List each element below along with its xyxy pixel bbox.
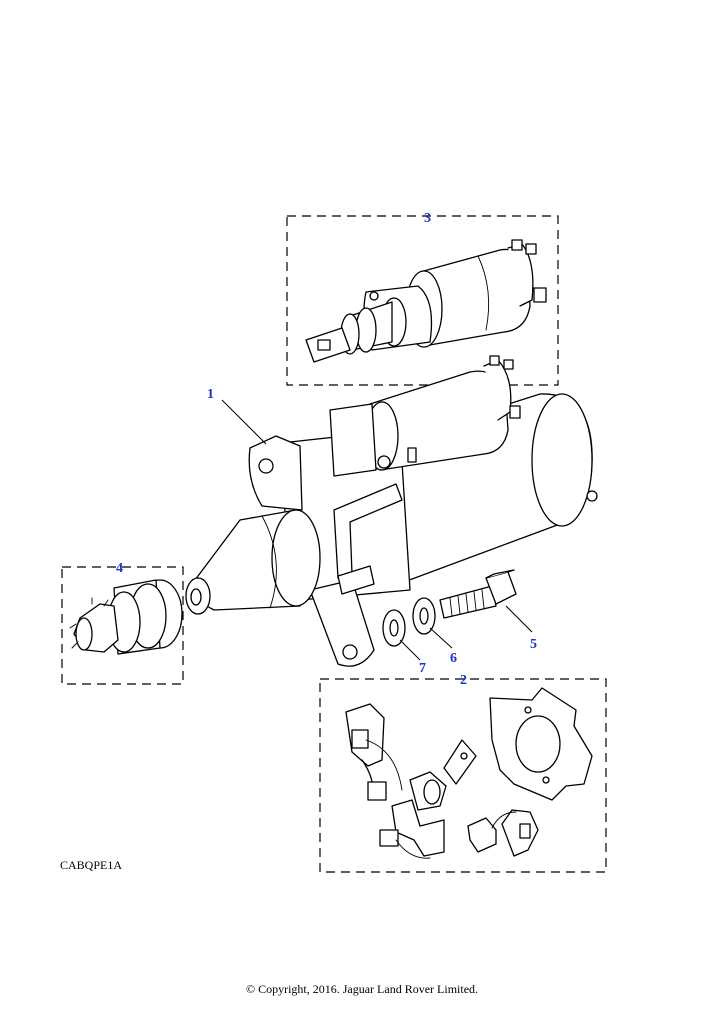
callout-6-label: 6 xyxy=(450,651,457,666)
callout-4[interactable]: 4 xyxy=(116,561,123,576)
group-box-solenoid xyxy=(286,215,559,386)
leader-1 xyxy=(221,399,267,445)
callout-6[interactable]: 6 xyxy=(450,651,457,666)
copyright-notice: © Copyright, 2016. Jaguar Land Rover Lim… xyxy=(245,982,479,996)
callout-5-label: 5 xyxy=(530,637,537,652)
figure-code: CABQPE1A xyxy=(60,858,123,872)
callout-3-label: 3 xyxy=(424,211,431,226)
callout-7-label: 7 xyxy=(419,661,426,676)
part-starter-motor[interactable] xyxy=(185,355,598,667)
callout-5[interactable]: 5 xyxy=(530,637,537,652)
leader-5 xyxy=(505,605,533,633)
group-box-brush-kit xyxy=(319,678,607,873)
group-box-drive-pinion xyxy=(61,566,184,685)
callout-2-label: 2 xyxy=(460,673,467,688)
part-drive-pinion[interactable] xyxy=(69,579,183,655)
part-plain-washer[interactable] xyxy=(382,609,406,647)
leader-7 xyxy=(399,639,421,661)
part-brush-kit[interactable] xyxy=(345,687,593,859)
part-spring-washer[interactable] xyxy=(412,597,436,635)
callout-3[interactable]: 3 xyxy=(424,211,431,226)
callout-4-label: 4 xyxy=(116,561,123,576)
callout-1[interactable]: 1 xyxy=(207,387,214,402)
callout-1-label: 1 xyxy=(207,387,214,402)
leader-6 xyxy=(429,627,453,649)
callout-2[interactable]: 2 xyxy=(460,673,467,688)
part-bolt[interactable] xyxy=(439,569,517,619)
callout-7[interactable]: 7 xyxy=(419,661,426,676)
part-solenoid[interactable] xyxy=(305,239,547,363)
